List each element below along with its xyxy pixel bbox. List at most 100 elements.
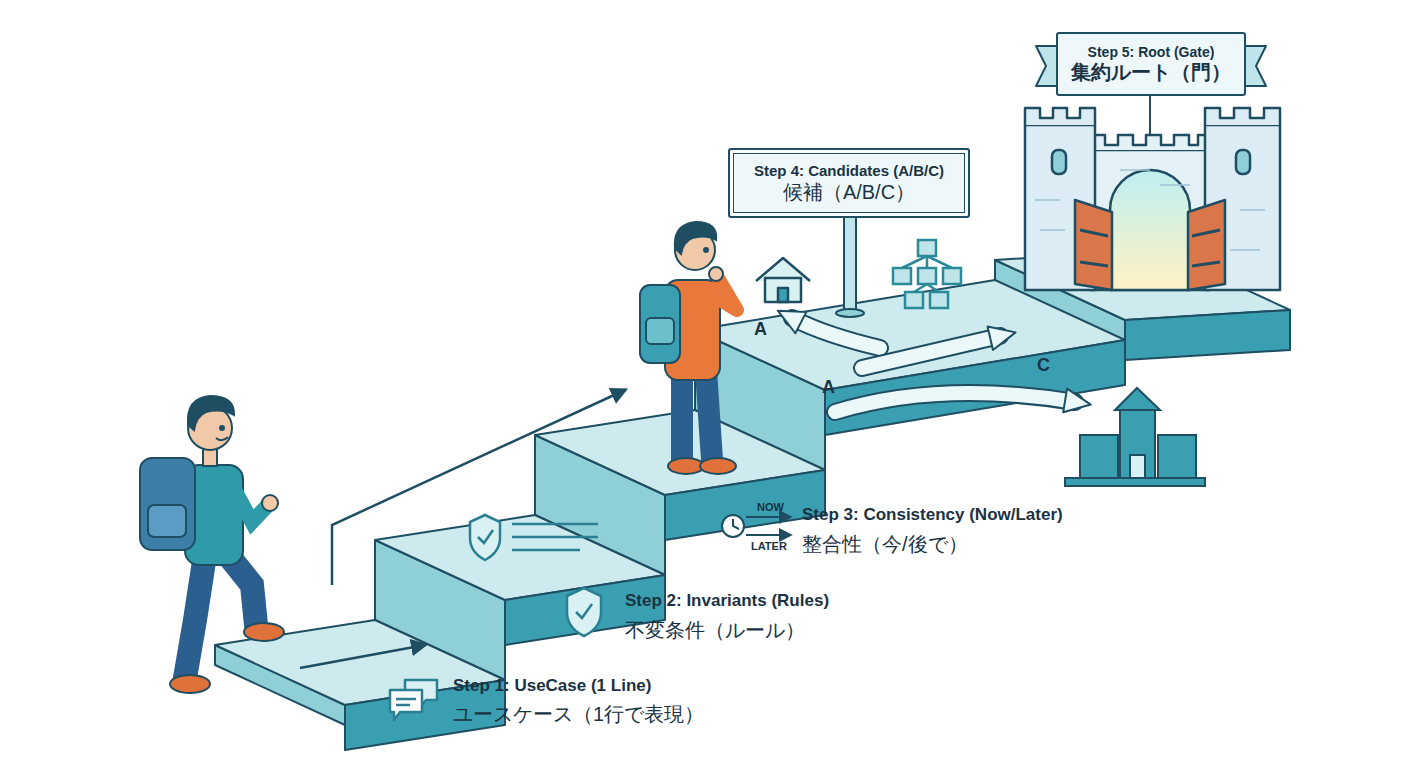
network-icon xyxy=(893,240,961,308)
sign-post xyxy=(836,309,864,317)
thinking-person xyxy=(712,278,737,310)
step-title: Step 2: Invariants (Rules) xyxy=(625,592,829,611)
clock-icon xyxy=(746,534,790,536)
building-icon xyxy=(1130,455,1145,480)
shield-icon xyxy=(512,536,598,539)
network-icon xyxy=(902,256,927,268)
thinking-person xyxy=(675,222,716,254)
building-icon xyxy=(1080,435,1118,480)
time-tag: LATER xyxy=(751,540,787,552)
shield-icon xyxy=(470,515,598,560)
network-icon xyxy=(918,268,936,284)
thinking-person xyxy=(700,458,736,474)
node-title: Step 5: Root (Gate) xyxy=(1088,44,1215,61)
shield-icon xyxy=(478,530,493,543)
banner-ribbon xyxy=(1149,96,1151,135)
shield-icon xyxy=(512,523,598,526)
network-icon xyxy=(893,268,911,284)
building-icon xyxy=(1065,478,1205,486)
shield-icon xyxy=(576,604,592,618)
chat-icon xyxy=(396,704,410,707)
climbing-person xyxy=(140,396,284,693)
castle xyxy=(1080,262,1108,266)
shield-icon xyxy=(567,588,601,636)
path-letter: A xyxy=(822,378,835,398)
building-icon xyxy=(1158,435,1196,480)
step-subtitle: 整合性（今/後で） xyxy=(802,533,968,555)
path-letter: A xyxy=(754,320,767,340)
climbing-person xyxy=(262,495,278,511)
sign-post xyxy=(844,214,856,312)
network-icon xyxy=(930,292,948,308)
shield-icon xyxy=(470,515,500,560)
castle xyxy=(1090,135,1210,150)
castle xyxy=(1160,184,1190,186)
clock-icon xyxy=(722,515,790,537)
castle xyxy=(1052,150,1066,174)
thinking-person xyxy=(709,267,723,281)
step-subtitle: 不変条件（ルール） xyxy=(625,619,805,641)
chat-icon xyxy=(390,690,422,720)
castle xyxy=(1025,108,1095,125)
shield-icon xyxy=(512,549,580,552)
step-title: Step 3: Consistency (Now/Later) xyxy=(802,506,1063,525)
candidates-sign: Step 4: Candidates (A/B/C)候補（A/B/C） xyxy=(728,148,970,218)
thinking-person xyxy=(640,222,737,474)
thinking-person xyxy=(640,285,680,363)
castle xyxy=(1192,230,1220,236)
castle xyxy=(1120,169,1150,171)
clock-icon xyxy=(733,519,739,529)
castle-platform xyxy=(1125,310,1290,360)
house-icon xyxy=(765,278,801,302)
castle xyxy=(1188,200,1225,290)
house-icon xyxy=(756,258,810,302)
progress-arrow xyxy=(332,390,625,585)
castle xyxy=(1240,209,1265,211)
clock-icon xyxy=(746,516,790,518)
root-banner: Step 5: Root (Gate)集約ルート（門） xyxy=(1056,32,1246,96)
node-title: Step 4: Candidates (A/B/C) xyxy=(754,162,944,180)
building-icon xyxy=(1120,410,1155,480)
climbing-person xyxy=(220,426,224,430)
house-icon xyxy=(778,288,788,302)
time-tag: NOW xyxy=(757,501,784,513)
path-arrow xyxy=(862,336,1000,368)
stair-step xyxy=(665,470,825,540)
climbing-person xyxy=(244,623,284,641)
node-subtitle: 候補（A/B/C） xyxy=(783,180,915,204)
chat-icon xyxy=(396,698,416,701)
thinking-person xyxy=(671,370,693,460)
node-subtitle: 集約ルート（門） xyxy=(1071,60,1231,84)
network-icon xyxy=(943,268,961,284)
castle xyxy=(1035,170,1265,250)
chat-icon xyxy=(390,680,437,720)
climbing-person xyxy=(185,555,205,678)
castle xyxy=(1205,108,1280,125)
step-title: Step 1: UseCase (1 Line) xyxy=(453,677,651,696)
step-subtitle: ユースケース（1行で表現） xyxy=(453,703,704,725)
castle xyxy=(1025,108,1280,290)
castle xyxy=(1230,249,1260,251)
climbing-person xyxy=(170,675,210,693)
climbing-person xyxy=(140,458,195,550)
building-icon xyxy=(1115,388,1160,410)
castle xyxy=(1110,170,1190,290)
network-icon xyxy=(905,292,923,308)
sign-post xyxy=(836,214,864,317)
network-icon xyxy=(927,256,952,268)
climbing-person xyxy=(188,396,234,430)
path-arrow xyxy=(792,318,880,348)
thinking-person xyxy=(706,370,712,460)
building-icon xyxy=(1065,388,1205,486)
path-arrow xyxy=(835,393,1075,412)
castle xyxy=(1075,200,1112,290)
castle xyxy=(1192,262,1220,266)
path-arrow xyxy=(835,393,1075,412)
shield-icon xyxy=(567,588,601,636)
clock-icon xyxy=(722,515,744,537)
network-icon xyxy=(918,240,936,256)
path-arrow xyxy=(792,318,1075,412)
castle xyxy=(1040,229,1065,231)
thinking-person xyxy=(668,458,704,474)
